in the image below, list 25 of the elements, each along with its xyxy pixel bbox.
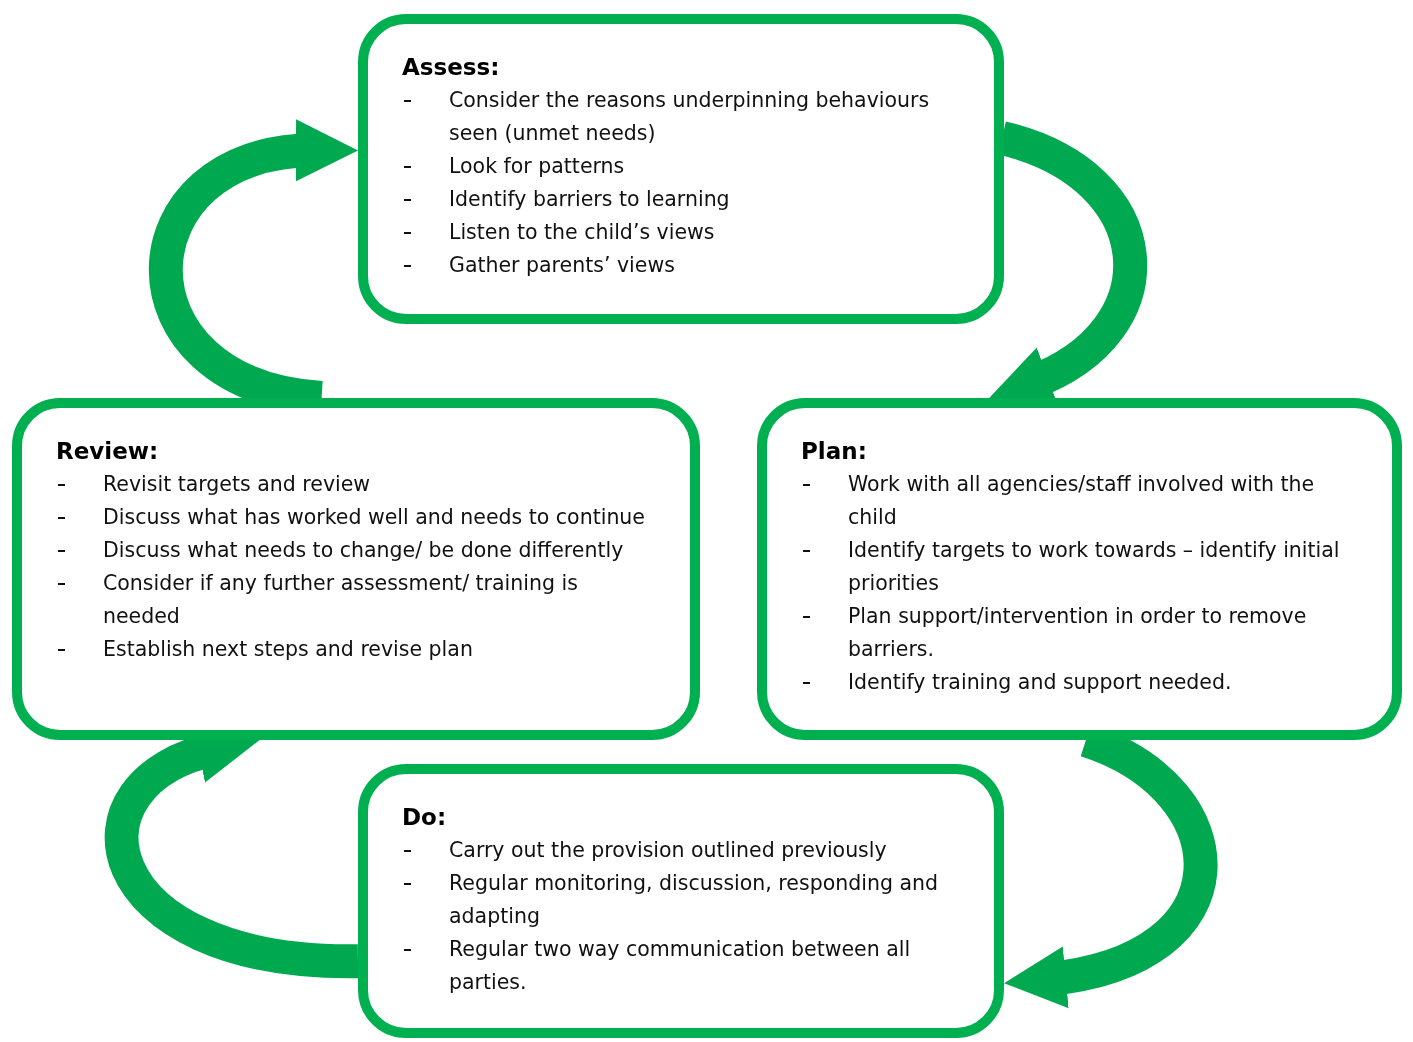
list-item: Consider the reasons underpinning behaviours seen (unmet needs) <box>449 87 931 147</box>
step-heading: Plan: <box>801 438 867 464</box>
list-item: Identify barriers to learning <box>449 186 731 213</box>
step-box <box>358 14 1004 324</box>
step-box <box>12 398 700 740</box>
step-heading: Review: <box>56 438 159 464</box>
step-heading: Assess: <box>402 54 500 80</box>
list-item: Regular monitoring, discussion, responding and adapting <box>449 870 939 930</box>
list-item: Carry out the provision outlined previously <box>449 837 888 864</box>
list-item: Gather parents’ views <box>449 252 676 279</box>
list-item: Discuss what has worked well and needs to continue <box>103 504 646 531</box>
list-item: Work with all agencies/staff involved with the child <box>848 471 1316 531</box>
list-item: Look for patterns <box>449 153 626 180</box>
list-item: Establish next steps and revise plan <box>103 636 474 663</box>
list-item: Identify training and support needed. <box>848 669 1233 696</box>
list-item: Consider if any further assessment/ training is needed <box>103 570 579 630</box>
list-item: Identify targets to work towards – identify initial priorities <box>848 537 1341 597</box>
list-item: Regular two way communication between all parties. <box>449 936 912 996</box>
step-heading: Do: <box>402 804 447 830</box>
list-item: Plan support/intervention in order to remove barriers. <box>848 603 1308 663</box>
step-box <box>757 398 1402 740</box>
list-item: Revisit targets and review <box>103 471 372 498</box>
step-box <box>358 764 1004 1038</box>
list-item: Listen to the child’s views <box>449 219 716 246</box>
list-item: Discuss what needs to change/ be done differently <box>103 537 625 564</box>
